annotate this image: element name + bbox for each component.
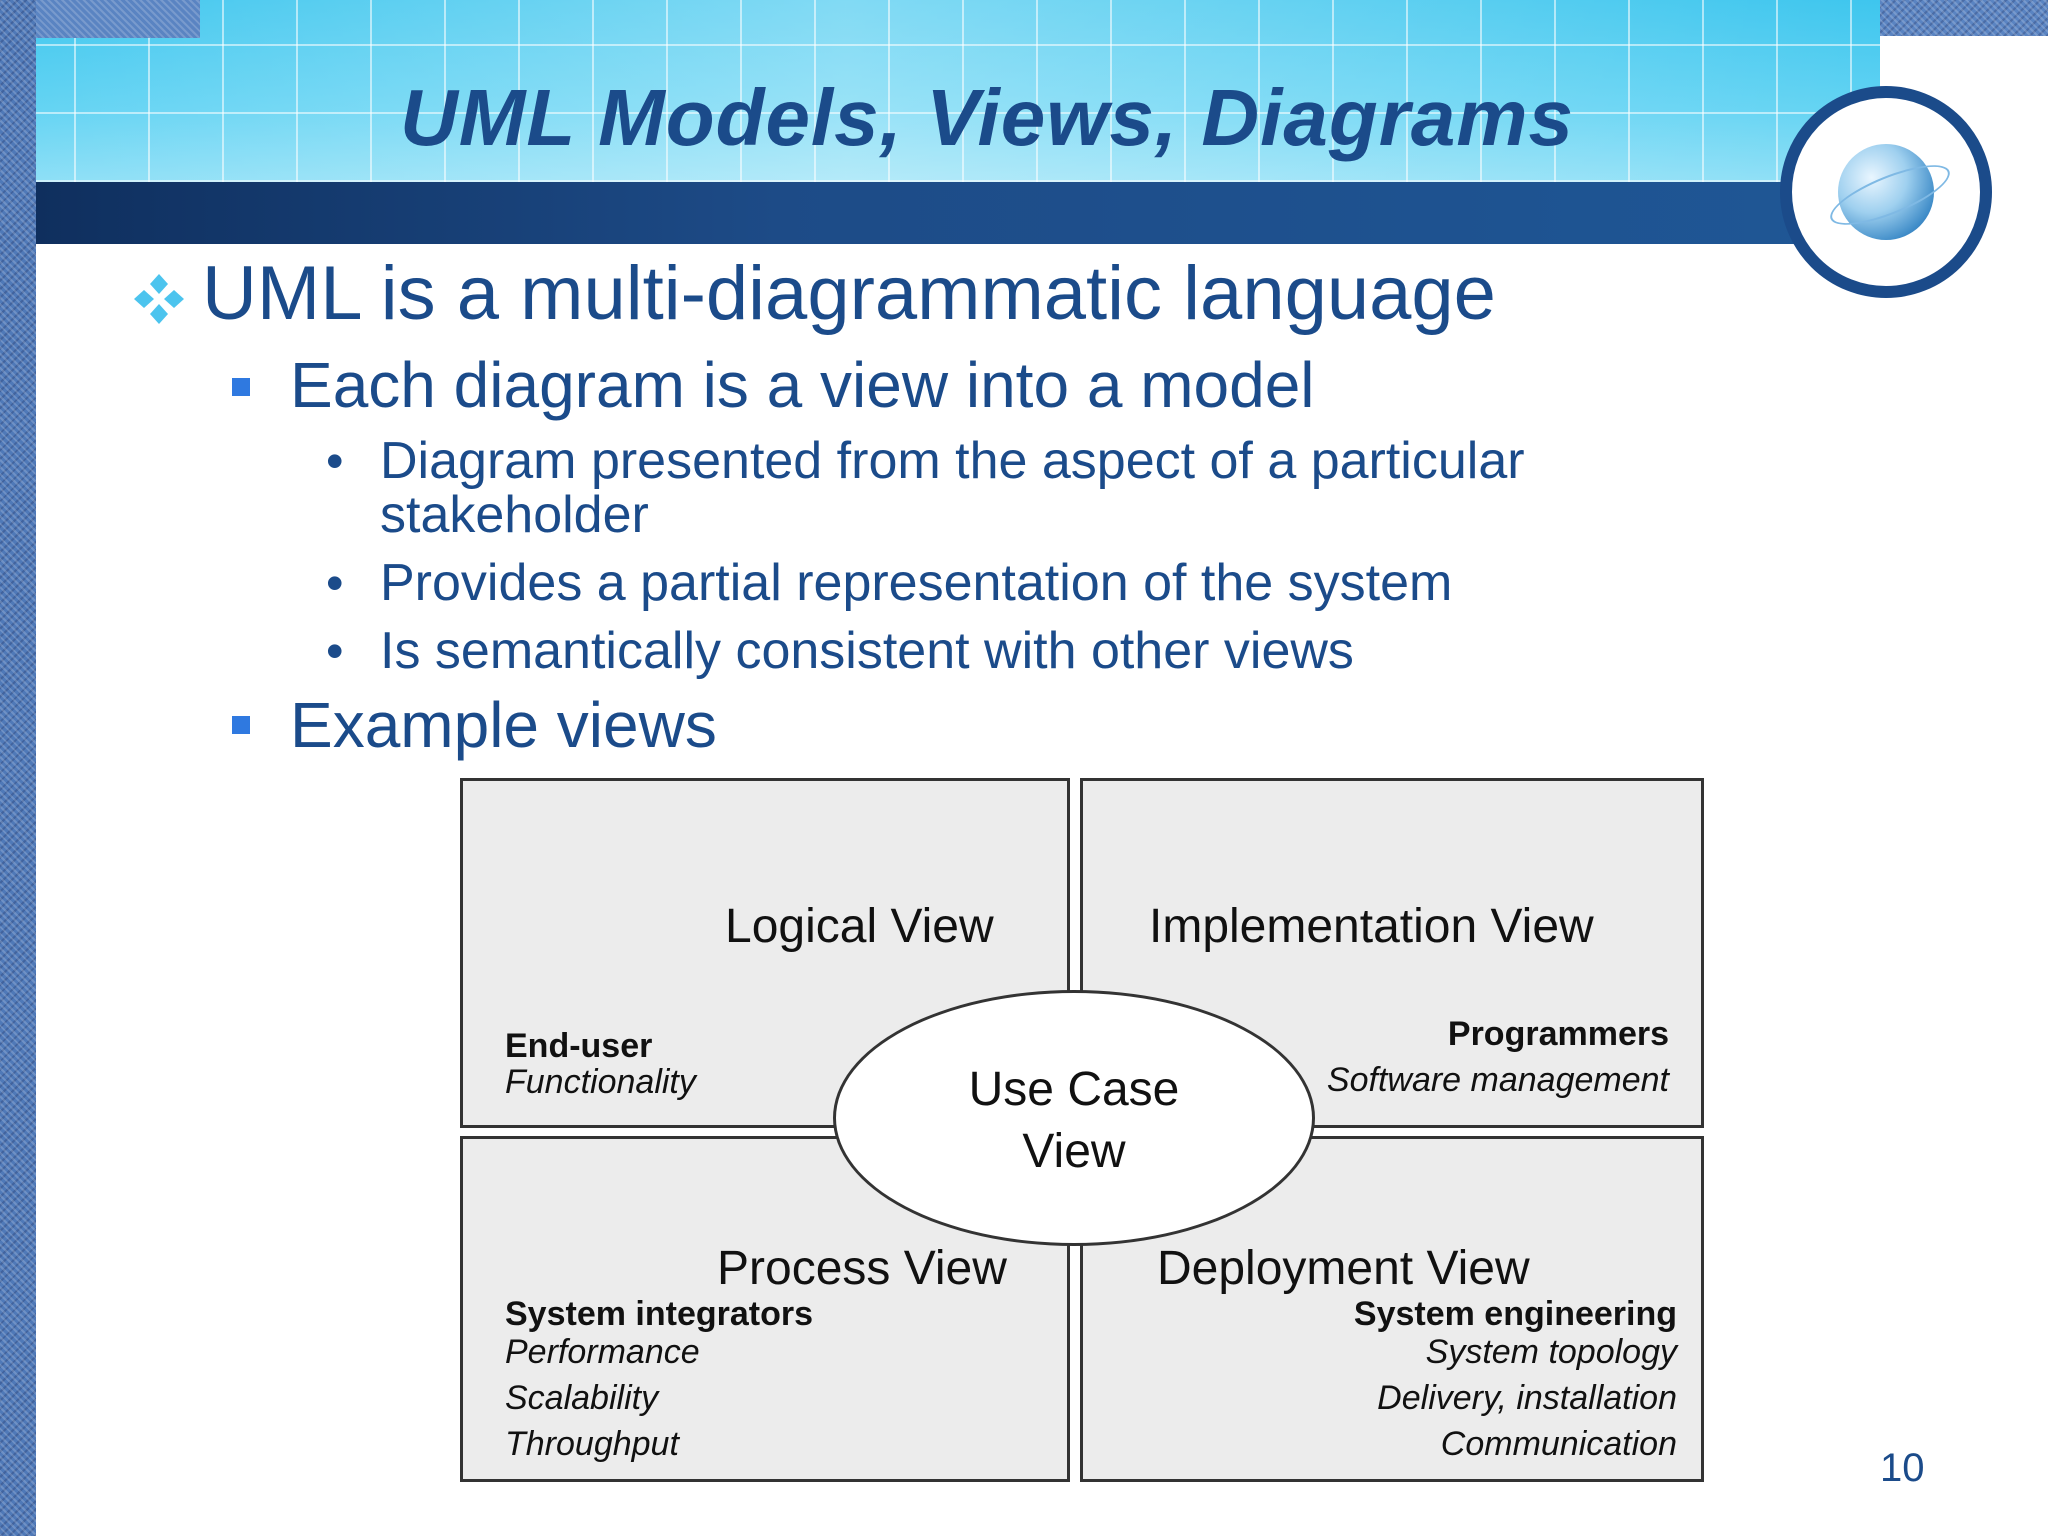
bullet-level1-text: UML is a multi-diagrammatic language [202, 251, 1496, 336]
bullet-level3-text: Diagram presented from the aspect of a p… [380, 432, 1525, 490]
dot-bullet-icon: • [326, 433, 344, 489]
bullet-level3-text: Provides a partial representation of the… [380, 554, 1453, 612]
square-bullet-icon [232, 378, 250, 396]
logical-view-stakeholder: End-user [505, 1027, 653, 1065]
dot-bullet-icon: • [326, 623, 344, 679]
deployment-view-title: Deployment View [1157, 1242, 1530, 1295]
bullet-level2-text: Example views [290, 689, 717, 761]
process-view-concern: Throughput [505, 1425, 679, 1463]
implementation-view-box: Implementation View Programmers Software… [1080, 778, 1704, 1128]
logical-view-title: Logical View [725, 900, 994, 953]
process-view-concern: Performance [505, 1333, 700, 1371]
left-denim-border [0, 0, 36, 1536]
process-view-concern: Scalability [505, 1379, 659, 1417]
slide-title: UML Models, Views, Diagrams [400, 73, 1574, 162]
page-number: 10 [1880, 1446, 1925, 1490]
square-bullet-icon [232, 716, 250, 734]
use-case-view-ellipse: Use Case View [833, 990, 1315, 1246]
bullet-level3-text: Is semantically consistent with other vi… [380, 622, 1354, 680]
process-view-title: Process View [717, 1242, 1007, 1295]
deployment-view-concern: Delivery, installation [1377, 1379, 1677, 1417]
views-diagram: Logical View End-user Functionality Impl… [460, 778, 1704, 1482]
bullet-level2-text: Each diagram is a view into a model [290, 349, 1315, 421]
deployment-view-concern: Communication [1440, 1425, 1677, 1463]
diamond-cluster-icon [134, 274, 184, 324]
header-banner [0, 0, 1880, 182]
deployment-view-concern: System topology [1425, 1333, 1677, 1371]
use-case-view-title: Use Case View [836, 1059, 1312, 1183]
implementation-view-concern: Software management [1326, 1061, 1669, 1099]
logical-view-concern: Functionality [505, 1063, 696, 1101]
process-view-stakeholder: System integrators [505, 1295, 813, 1333]
use-case-view-line1: Use Case [968, 1063, 1180, 1116]
deployment-view-stakeholder: System engineering [1353, 1295, 1677, 1333]
implementation-view-stakeholder: Programmers [1447, 1015, 1669, 1053]
title-underline-bar [36, 182, 1886, 244]
dot-bullet-icon: • [326, 555, 344, 611]
globe-icon [1838, 144, 1934, 240]
bullet-level3-text-continued: stakeholder [380, 486, 649, 544]
implementation-view-title: Implementation View [1149, 900, 1594, 953]
use-case-view-line2: View [1022, 1125, 1126, 1178]
